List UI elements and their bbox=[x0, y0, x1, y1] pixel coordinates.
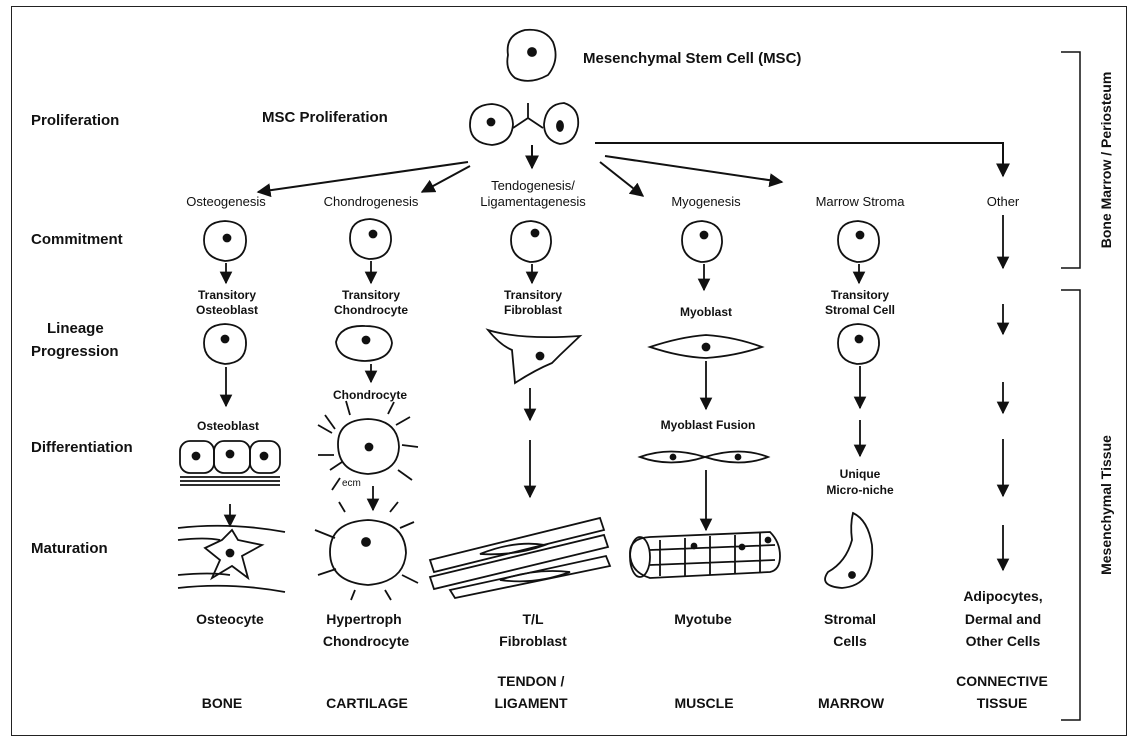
label-myoblast-fusion: Myoblast Fusion bbox=[660, 418, 756, 432]
label-transitory-osteoblast-1: Transitory bbox=[197, 288, 257, 302]
msc-proliferation-label: MSC Proliferation bbox=[262, 109, 388, 126]
arrow-other bbox=[595, 142, 1010, 178]
stage-maturation: Maturation bbox=[31, 540, 108, 557]
bracket-mesenchymal bbox=[1061, 289, 1081, 721]
arrow-osteogenesis bbox=[256, 161, 469, 198]
pathway-chondrogenesis: Chondrogenesis bbox=[323, 194, 419, 209]
final-hypertroph: Hypertroph bbox=[326, 611, 402, 627]
tissue-bone: BONE bbox=[201, 695, 243, 711]
tissue-connective: CONNECTIVE bbox=[956, 673, 1048, 689]
pathway-other: Other bbox=[986, 194, 1020, 209]
final-adipocytes: Adipocytes, bbox=[963, 588, 1043, 604]
label-ecm: ecm bbox=[342, 478, 361, 489]
final-chondrocyte: Chondrocyte bbox=[322, 633, 410, 649]
stage-commitment: Commitment bbox=[31, 231, 123, 248]
stage-differentiation: Differentiation bbox=[31, 439, 133, 456]
figure-frame bbox=[11, 6, 1127, 736]
final-fibroblast: Fibroblast bbox=[499, 633, 567, 649]
tissue-cartilage: CARTILAGE bbox=[326, 695, 408, 711]
maturation-cells bbox=[177, 501, 874, 601]
stage-progression: Progression bbox=[31, 343, 119, 360]
label-transitory-fibroblast-2: Fibroblast bbox=[503, 303, 563, 317]
stage-proliferation: Proliferation bbox=[31, 112, 120, 129]
tissue-marrow: MARROW bbox=[817, 695, 885, 711]
label-transitory-stromal-1: Transitory bbox=[830, 288, 890, 302]
label-osteoblast: Osteoblast bbox=[196, 419, 260, 433]
arrow-myogenesis bbox=[599, 161, 645, 197]
label-transitory-chondrocyte-2: Chondrocyte bbox=[333, 303, 409, 317]
pathway-osteogenesis: Osteogenesis bbox=[186, 194, 266, 209]
final-cells: Cells bbox=[833, 633, 867, 649]
stage-lineage: Lineage bbox=[47, 320, 104, 337]
label-transitory-stromal-2: Stromal Cell bbox=[824, 303, 896, 317]
side-label-bone-marrow: Bone Marrow / Periosteum bbox=[1098, 71, 1114, 249]
label-transitory-fibroblast-1: Transitory bbox=[503, 288, 563, 302]
final-tl: T/L bbox=[522, 611, 544, 627]
tissue-muscle: MUSCLE bbox=[674, 695, 734, 711]
label-transitory-osteoblast-2: Osteoblast bbox=[195, 303, 259, 317]
final-myotube: Myotube bbox=[674, 611, 732, 627]
lineage-cells bbox=[203, 323, 880, 385]
msc-daughter-cell-right bbox=[543, 102, 580, 145]
msc-cell bbox=[506, 28, 557, 82]
msc-title: Mesenchymal Stem Cell (MSC) bbox=[583, 50, 802, 67]
tissue-tissue: TISSUE bbox=[976, 695, 1028, 711]
division-symbol bbox=[512, 103, 544, 129]
bracket-bone-marrow bbox=[1061, 51, 1081, 269]
pathway-tendogenesis: Tendogenesis/ bbox=[491, 178, 575, 193]
arrow-marrow-stroma bbox=[604, 155, 784, 188]
pathway-ligamentagenesis: Ligamentagenesis bbox=[480, 194, 586, 209]
label-unique: Unique bbox=[839, 467, 881, 481]
tissue-ligament: LIGAMENT bbox=[494, 695, 568, 711]
differentiation-cells bbox=[179, 400, 771, 491]
side-label-mesenchymal-tissue: Mesenchymal Tissue bbox=[1098, 435, 1114, 575]
label-chondrocyte: Chondrocyte bbox=[332, 388, 408, 402]
pathway-myogenesis: Myogenesis bbox=[671, 194, 741, 209]
commitment-cells bbox=[203, 218, 880, 263]
final-osteocyte: Osteocyte bbox=[196, 611, 264, 627]
arrow-chondrogenesis bbox=[420, 165, 471, 193]
final-dermal: Dermal and bbox=[964, 611, 1042, 627]
label-micro-niche: Micro-niche bbox=[826, 483, 894, 497]
final-other-cells: Other Cells bbox=[965, 633, 1041, 649]
label-myoblast: Myoblast bbox=[679, 305, 733, 319]
pathway-marrow-stroma: Marrow Stroma bbox=[815, 194, 905, 209]
label-transitory-chondrocyte-1: Transitory bbox=[341, 288, 401, 302]
tissue-tendon: TENDON / bbox=[497, 673, 565, 689]
final-stromal: Stromal bbox=[823, 611, 877, 627]
msc-daughter-cell-left bbox=[469, 103, 514, 146]
